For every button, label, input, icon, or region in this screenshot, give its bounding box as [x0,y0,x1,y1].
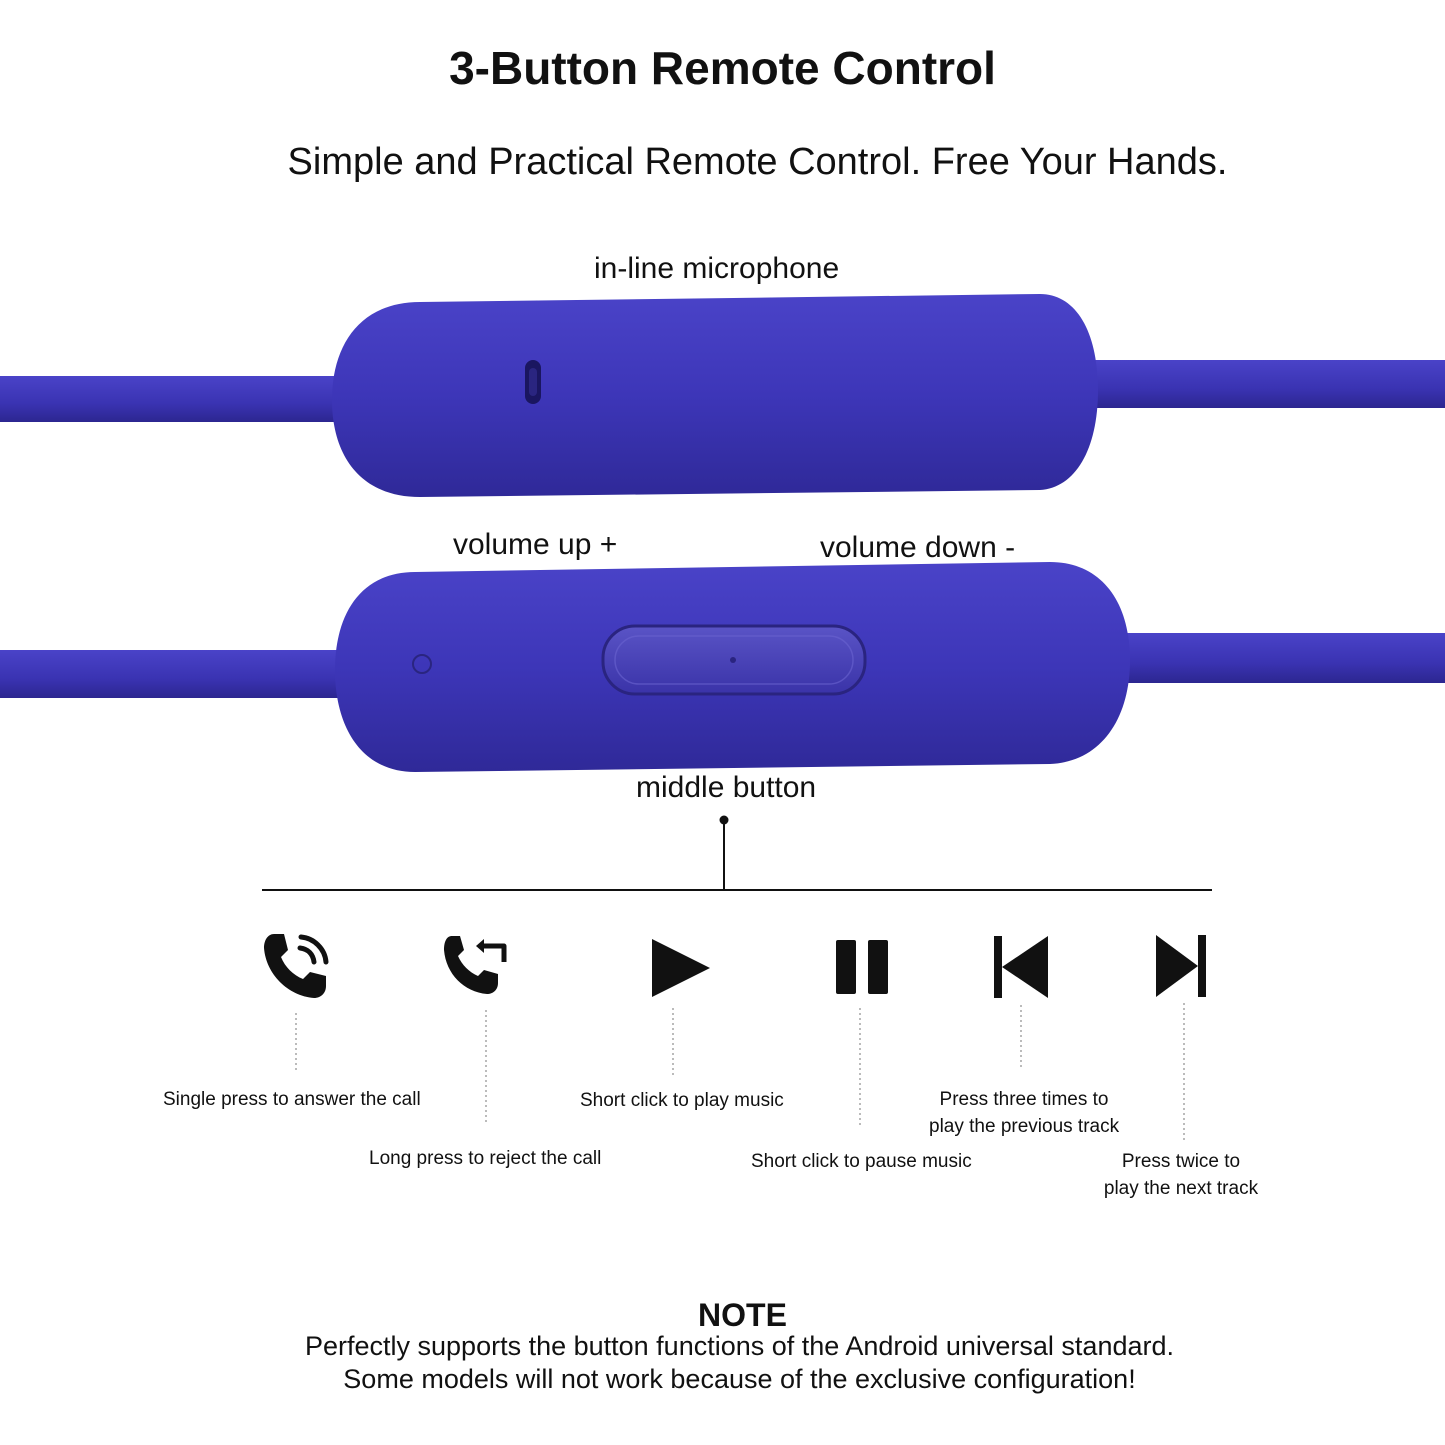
indicator-dot [412,654,432,674]
page-subtitle: Simple and Practical Remote Control. Fre… [287,141,1228,183]
pause-icon [836,940,888,994]
remote-body-top [332,294,1098,497]
note-line-2: Some models will not work because of the… [343,1364,1136,1394]
note-title: NOTE [698,1297,787,1333]
caption-answer-call: Single press to answer the call [163,1089,421,1110]
previous-track-icon [994,936,1048,998]
caption-play-music: Short click to play music [580,1090,784,1111]
phone-answer-icon [264,934,329,998]
cable-right-lower [1105,633,1445,683]
middle-button-label: middle button [636,771,817,804]
volume-down-label: volume down - [820,531,1016,564]
caption-next-track: Press twice to play the next track [1086,1148,1276,1202]
cable-right [1085,360,1445,408]
caption-previous-track: Press three times to play the previous t… [929,1086,1119,1140]
caption-previous-track-line1: Press three times to [939,1089,1109,1110]
cable-left [0,376,350,422]
caption-reject-call: Long press to reject the call [369,1148,602,1169]
remote-back-view [0,562,1445,772]
cable-left-lower [0,650,350,698]
remote-front-view [0,294,1445,497]
caption-next-track-line1: Press twice to [1121,1151,1241,1172]
volume-up-label: volume up + [453,528,618,561]
caption-next-track-line2: play the next track [1103,1178,1259,1199]
note-line-1: Perfectly supports the button functions … [304,1331,1175,1361]
caption-pause-music: Short click to pause music [751,1151,972,1172]
play-icon [652,939,710,997]
leader-lines [295,1003,1185,1142]
next-track-icon [1156,935,1206,997]
microphone-label: in-line microphone [594,252,840,285]
phone-reject-icon [444,936,507,994]
page-title: 3-Button Remote Control [449,42,996,94]
caption-previous-track-line2: play the previous track [929,1116,1120,1137]
